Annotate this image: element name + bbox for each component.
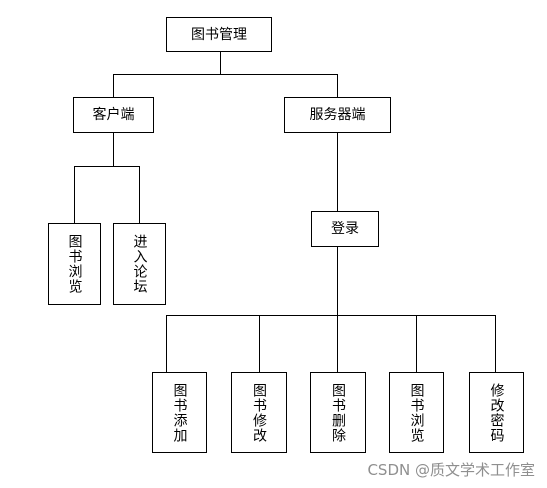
server-add-book-label: 图书添加 — [171, 382, 188, 443]
client-browse-books-node: 图书浏览 — [48, 223, 101, 305]
client-browse-books-label: 图书浏览 — [66, 234, 83, 294]
server-delete-book-label: 图书删除 — [330, 382, 346, 443]
client-node-label: 客户端 — [92, 107, 135, 123]
server-delete-book-node: 图书删除 — [310, 372, 366, 453]
server-change-password-node: 修改密码 — [469, 372, 524, 453]
server-edit-book-label: 图书修改 — [251, 382, 267, 443]
server-edit-book-node: 图书修改 — [231, 372, 287, 453]
server-node: 服务器端 — [284, 97, 391, 133]
client-enter-forum-node: 进入论坛 — [113, 223, 166, 305]
server-browse-books-node: 图书浏览 — [389, 372, 444, 453]
server-change-password-label: 修改密码 — [488, 382, 505, 443]
server-node-label: 服务器端 — [309, 107, 366, 123]
watermark-text: CSDN @质文学术工作室 — [367, 461, 535, 479]
client-enter-forum-label: 进入论坛 — [131, 234, 148, 294]
server-add-book-node: 图书添加 — [152, 372, 207, 453]
client-node: 客户端 — [73, 97, 154, 133]
root-node-label: 图书管理 — [191, 26, 247, 43]
login-node: 登录 — [311, 211, 379, 247]
server-browse-books-label: 图书浏览 — [408, 382, 425, 443]
root-node: 图书管理 — [166, 17, 272, 52]
login-node-label: 登录 — [331, 221, 359, 237]
